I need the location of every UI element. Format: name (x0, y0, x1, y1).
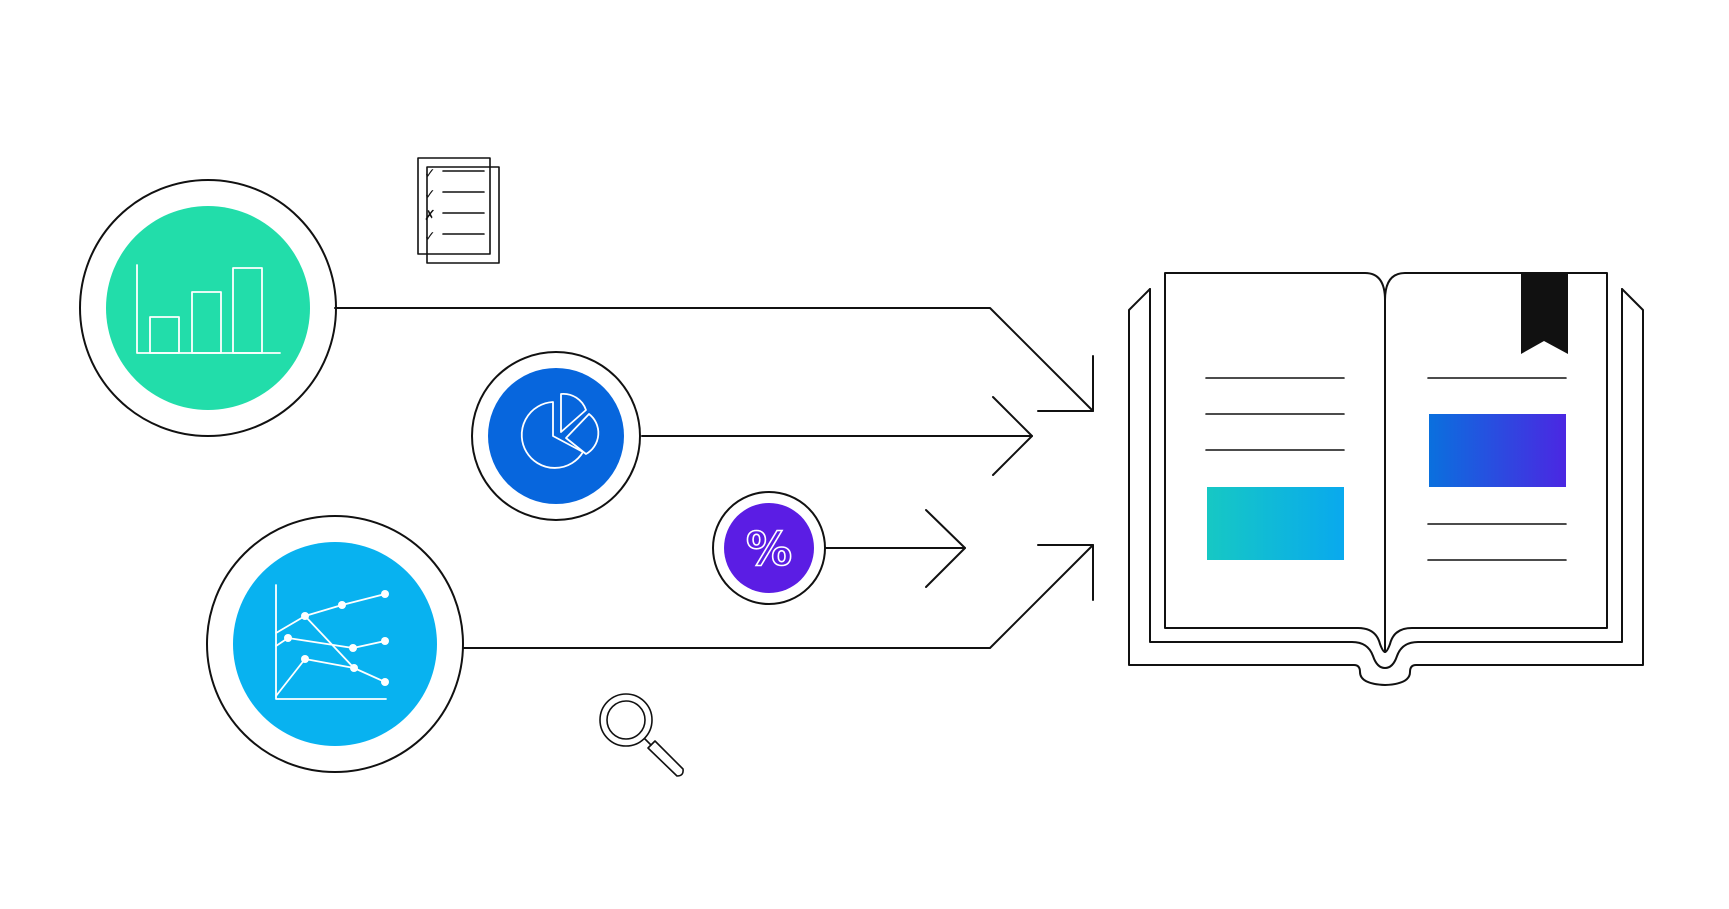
book-outer-cover (1128, 288, 1644, 686)
line-chart-fill (233, 542, 437, 746)
connector-bottom (462, 544, 1094, 649)
checklist-back-page (426, 166, 500, 264)
connector-top (334, 307, 1094, 412)
connector-top-arrowhead (1037, 355, 1094, 412)
book-page-layer (1149, 288, 1623, 669)
bookmark-icon (1521, 273, 1568, 354)
line-chart-outer-ring (206, 515, 464, 773)
checklist-mark-4: ✓ (424, 229, 436, 245)
percent-fill (724, 503, 814, 593)
percent-node: % (712, 491, 826, 605)
bar-chart-node (79, 179, 337, 437)
connector-bottom-arrowhead (1037, 544, 1094, 601)
bar-chart-outer-ring (79, 179, 337, 437)
pie-chart-outer-ring (471, 351, 641, 521)
open-book-icon (1128, 272, 1644, 686)
pie-chart-icon (520, 393, 600, 469)
checklist-icon: ✓ ✓ ✗ ✓ (417, 157, 500, 264)
checklist-mark-2: ✓ (424, 187, 436, 203)
connector-lines (334, 307, 1094, 649)
percent-icon: % (746, 522, 792, 576)
pie-chart-node (471, 351, 641, 521)
magnifier-icon (599, 693, 684, 777)
book-left-page-text (1205, 377, 1345, 451)
book-left-highlight-block (1207, 487, 1344, 560)
percent-outer-ring (712, 491, 826, 605)
line-chart-icon (275, 584, 389, 700)
bar-chart-fill (106, 206, 310, 410)
connector-percent-arrowhead (925, 509, 966, 588)
book-right-highlight-block (1429, 414, 1566, 487)
connector-middle-arrowhead (992, 396, 1033, 476)
book-right-page-text (1427, 523, 1567, 561)
line-chart-node (206, 515, 464, 773)
bar-chart-icon (136, 264, 281, 354)
pie-chart-fill (488, 368, 624, 504)
checklist-mark-1: ✓ (424, 166, 436, 182)
checklist-front-page (417, 157, 491, 255)
checklist-mark-3: ✗ (424, 208, 436, 224)
